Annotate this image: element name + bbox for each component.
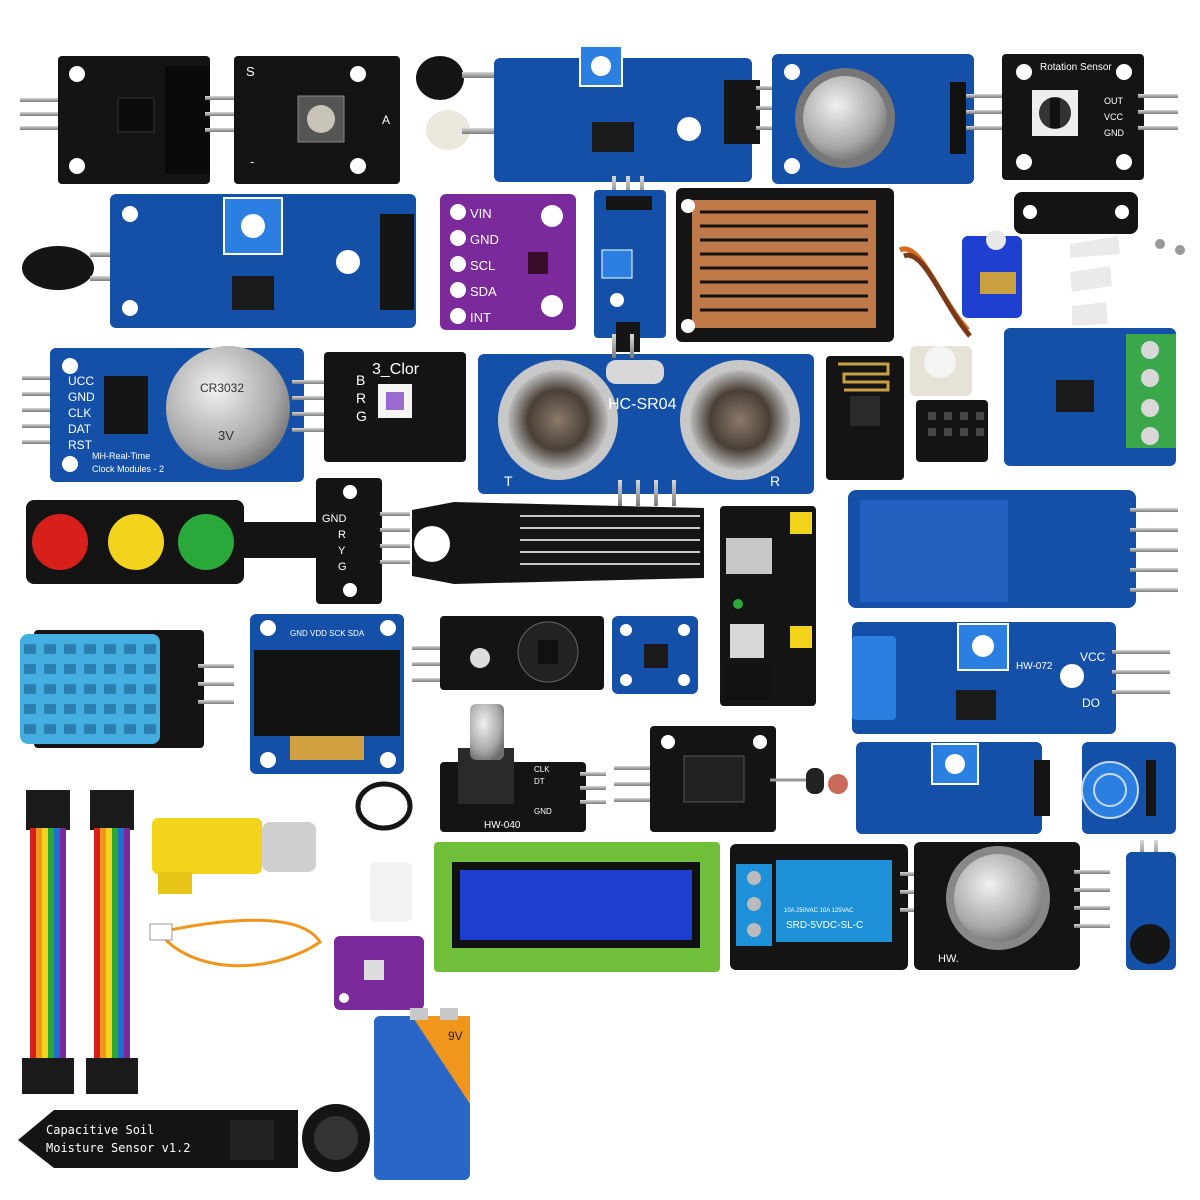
flame-sensor-module	[22, 194, 416, 328]
gy-sda-label: SDA	[470, 284, 497, 299]
traffic-gnd-label: GND	[322, 513, 347, 525]
ultrasonic-r-label: R	[770, 473, 780, 489]
small-black-breakout-board	[1014, 192, 1138, 234]
traffic-y-label: Y	[338, 545, 346, 557]
relay-spec: 10A 250VAC 10A 125VAC	[784, 908, 854, 914]
breadboard-power-supply	[720, 506, 816, 706]
lcd-1602-display	[434, 842, 720, 972]
purple-sensor-board	[334, 936, 424, 1010]
bluetooth-module	[848, 490, 1178, 608]
ultrasonic-title: HC-SR04	[608, 396, 677, 413]
rtc-clock-module	[22, 346, 304, 482]
water-level-sensor	[412, 502, 704, 584]
hw072-label: HW-072	[1016, 661, 1053, 672]
encoder-gnd-label: GND	[534, 807, 552, 816]
hw-label: HW.	[938, 953, 959, 965]
key-a-label: A	[382, 113, 390, 127]
rgb-b-label: B	[356, 372, 365, 388]
connector-cable	[149, 918, 323, 968]
battery-voltage: 9V	[448, 1029, 463, 1043]
rain-sensor-board	[676, 188, 894, 342]
gear-motor	[152, 802, 316, 894]
ultrasonic-t-label: T	[504, 473, 513, 489]
rotation-gnd-label: GND	[1104, 128, 1125, 138]
gy-vin-label: VIN	[470, 206, 492, 221]
buzzer-module	[1126, 840, 1176, 970]
hw072-sensor-module	[852, 622, 1170, 734]
traffic-g-label: G	[338, 561, 347, 573]
traffic-r-label: R	[338, 529, 346, 541]
small-blue-sensor-module	[594, 176, 666, 352]
rtc-gnd-label: GND	[68, 390, 95, 404]
gy-int-label: INT	[470, 310, 491, 325]
water-pump	[355, 781, 413, 922]
rgb-g-label: G	[356, 408, 367, 424]
jumper-wires-a	[22, 790, 74, 1094]
traffic-light-module	[26, 478, 410, 604]
key-s-label: S	[246, 64, 255, 79]
rgb-title: 3_Clor	[372, 361, 420, 378]
accelerometer-module	[612, 616, 698, 694]
coin-cell-label: CR3032	[200, 381, 244, 395]
rtc-ucc-label: UCC	[68, 374, 94, 388]
gy-scl-label: SCL	[470, 258, 495, 273]
hw072-vcc-label: VCC	[1080, 650, 1106, 664]
ultrasonic-sensor-module	[478, 334, 814, 506]
rotation-sensor-module	[1002, 54, 1178, 180]
relay-module	[730, 844, 930, 970]
gy-light-sensor-module	[440, 194, 576, 330]
touch-sensor-module	[1081, 742, 1176, 834]
9v-battery	[374, 1008, 470, 1180]
servo-motor	[898, 230, 1185, 338]
soil-sensor-line2: Moisture Sensor v1.2	[46, 1141, 191, 1155]
encoder-clk-label: CLK	[534, 765, 550, 774]
rtc-name-line2: Clock Modules - 2	[92, 464, 164, 474]
temperature-sensor-module	[412, 616, 604, 690]
soil-sensor-line1: Capacitive Soil	[46, 1123, 154, 1137]
hw072-do-label: DO	[1082, 696, 1100, 710]
encoder-dt-label: DT	[534, 777, 545, 786]
rotation-title: Rotation Sensor	[1040, 62, 1112, 73]
rgb-r-label: R	[356, 390, 366, 406]
relay-model: SRD-5VDC-SL-C	[786, 920, 863, 931]
esp-adapter-socket	[916, 400, 988, 462]
rtc-dat-label: DAT	[68, 422, 92, 436]
pir-sensor	[910, 346, 972, 396]
oled-display-module	[250, 614, 404, 774]
hw040-label: HW-040	[484, 820, 521, 831]
rotation-out-label: OUT	[1104, 96, 1124, 106]
rgb-led-module	[292, 352, 466, 462]
esp01-wifi-module	[826, 356, 904, 480]
sound-sensor-module	[914, 842, 1110, 970]
coin-cell-voltage: 3V	[218, 428, 234, 443]
gy-gnd-label: GND	[470, 232, 499, 247]
rotary-encoder-module	[440, 704, 606, 832]
motor-driver-module	[1004, 328, 1176, 466]
dht11-humidity-module	[20, 630, 234, 748]
rtc-rst-label: RST	[68, 438, 93, 452]
rtc-clk-label: CLK	[68, 406, 91, 420]
push-button-module	[205, 56, 400, 184]
ir-tracking-module	[20, 56, 210, 184]
jumper-wires-b	[86, 790, 138, 1094]
soil-moisture-sensor	[18, 1104, 370, 1172]
rotation-vcc-label: VCC	[1104, 112, 1124, 122]
light-sensor-module	[856, 742, 1050, 834]
key-minus-label: -	[250, 154, 254, 169]
ir-emitter-module	[416, 45, 774, 182]
gas-sensor-module	[772, 54, 1002, 184]
oled-pin-labels: GND VDD SCK SDA	[290, 629, 365, 638]
rtc-name-line1: MH-Real-Time	[92, 451, 150, 461]
digital-temp-module	[614, 726, 848, 832]
